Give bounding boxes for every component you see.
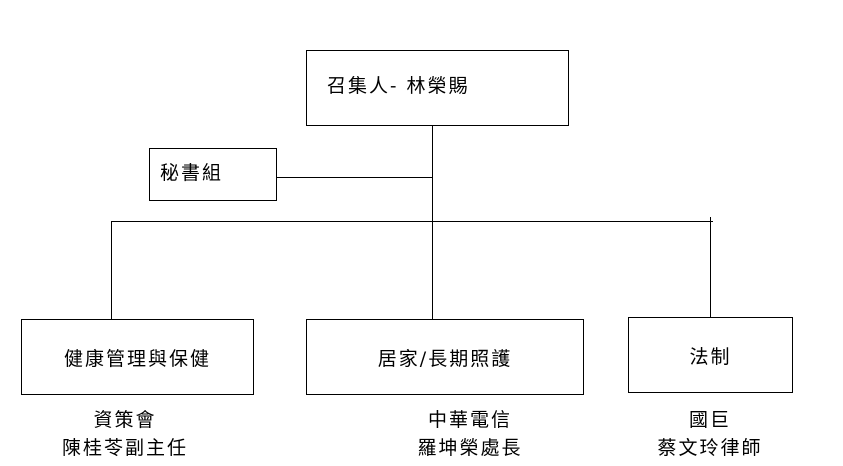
convener-box: 召集人- 林榮賜: [306, 50, 569, 126]
group-label-longterm-care: 居家/長期照護: [377, 347, 513, 370]
group-caption-legal: 國巨 蔡文玲律師: [630, 406, 790, 462]
group-org-legal: 國巨: [688, 409, 731, 431]
secretariat-label: 秘書組: [160, 162, 224, 184]
secretariat-connector-line: [276, 177, 433, 178]
group-person-health: 陳桂苓副主任: [61, 437, 188, 459]
branch-horizontal-line: [111, 221, 713, 222]
group-box-longterm-care: 居家/長期照護: [306, 319, 584, 395]
convener-stem-line: [432, 125, 433, 320]
branch-left-drop-line: [111, 221, 112, 320]
group-person-longterm-care: 羅坤榮處長: [417, 437, 523, 459]
convener-label: 召集人- 林榮賜: [327, 75, 470, 97]
group-caption-health: 資策會 陳桂苓副主任: [45, 406, 205, 462]
group-caption-longterm-care: 中華電信 羅坤榮處長: [390, 406, 550, 462]
group-org-longterm-care: 中華電信: [427, 409, 512, 431]
branch-right-drop-line: [710, 221, 711, 318]
branch-right-tick-mark: [710, 217, 711, 225]
group-label-health: 健康管理與保健: [63, 347, 211, 370]
group-org-health: 資策會: [93, 409, 157, 431]
group-person-legal: 蔡文玲律師: [657, 437, 763, 459]
group-label-legal: 法制: [689, 345, 732, 368]
group-box-health: 健康管理與保健: [21, 319, 254, 395]
secretariat-box: 秘書組: [149, 148, 277, 201]
group-box-legal: 法制: [628, 317, 793, 393]
